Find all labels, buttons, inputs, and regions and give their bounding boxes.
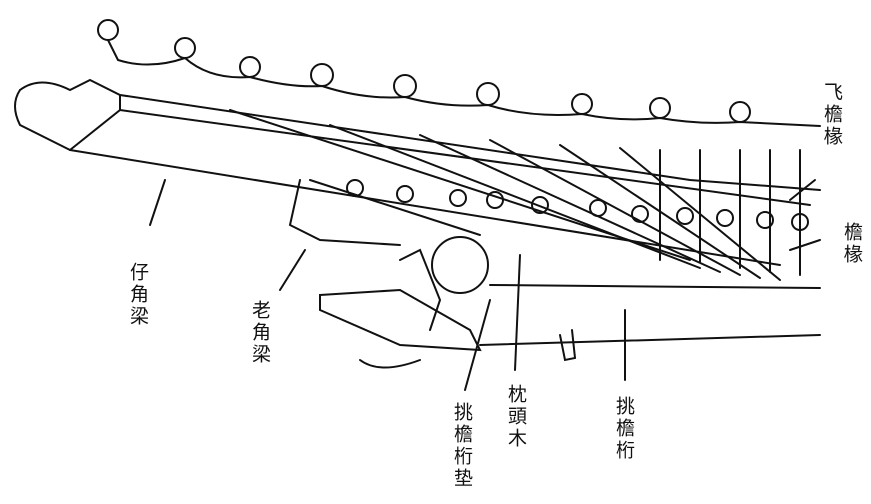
label-yan-chuan: 檐椽 <box>841 222 863 266</box>
label-zi-jiao-liang: 仔角梁 <box>127 262 149 328</box>
bracket-and-purlins <box>319 236 821 369</box>
rafter-ends <box>346 179 809 231</box>
label-tiao-yan-heng-dian: 挑檐桁垫 <box>451 402 473 490</box>
leader-lines <box>149 179 821 391</box>
lao-jiao-liang-beam <box>288 179 481 246</box>
wind-bells-row <box>97 19 821 127</box>
label-tiao-yan-heng: 挑檐桁 <box>613 396 635 462</box>
rafters <box>229 109 801 281</box>
label-fei-yan-chuan: 飞檐椽 <box>821 82 843 148</box>
label-lao-jiao-liang: 老角梁 <box>249 300 271 366</box>
label-zhen-tou-mu: 枕頭木 <box>505 384 527 450</box>
